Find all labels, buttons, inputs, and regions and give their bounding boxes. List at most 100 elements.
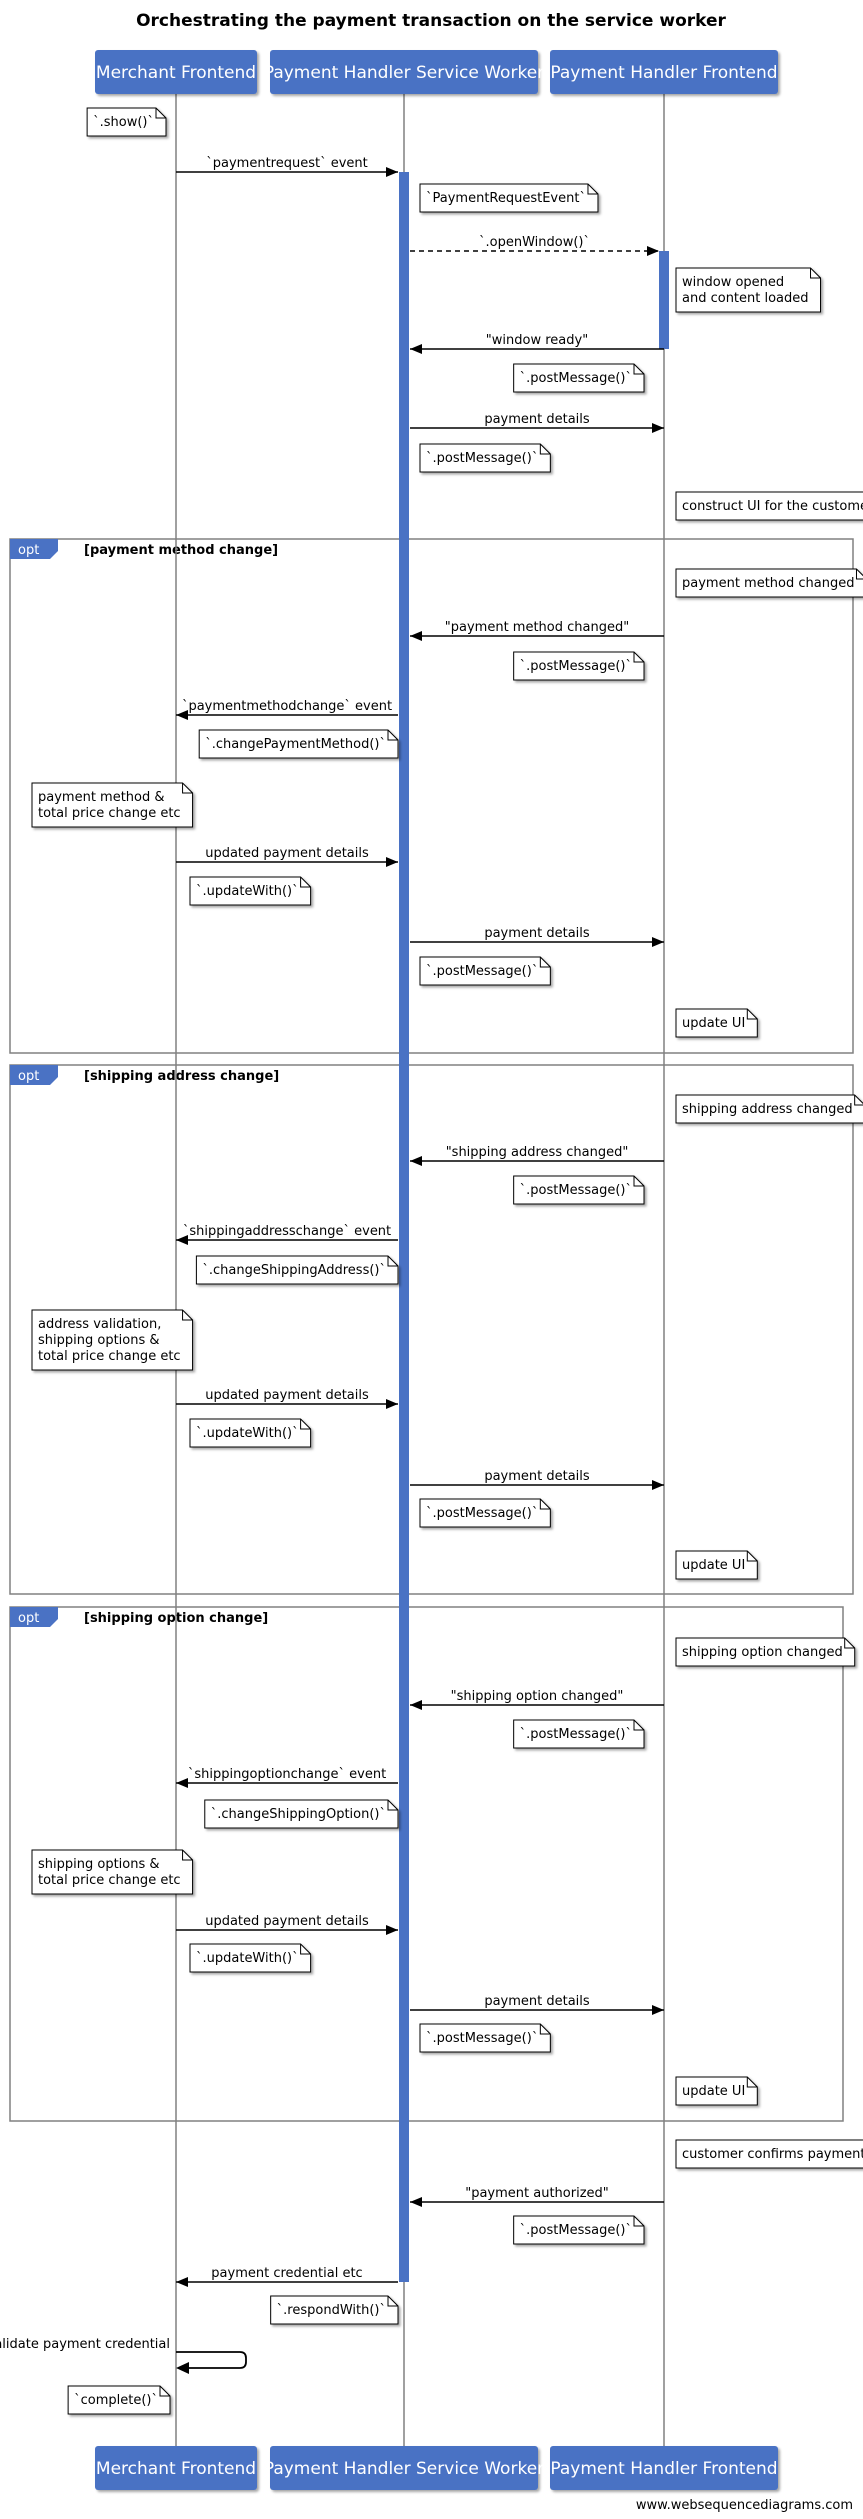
note-text: `.postMessage()` xyxy=(520,1183,632,1198)
note: `.respondWith()` xyxy=(270,2295,399,2325)
note: update UI xyxy=(675,1550,758,1580)
opt-frame-condition: [shipping address change] xyxy=(84,1069,279,1084)
note-text: `.postMessage()` xyxy=(520,659,632,674)
note-text: construct UI for the customer xyxy=(682,499,863,514)
note-box xyxy=(675,2076,758,2106)
diagram-title: Orchestrating the payment transaction on… xyxy=(136,11,726,31)
note-text: `.show()` xyxy=(93,115,154,130)
note-box xyxy=(31,782,194,828)
participant-label: Payment Handler Service Worker xyxy=(264,63,544,83)
note: `PaymentRequestEvent` xyxy=(419,183,599,213)
note-fold xyxy=(387,1256,398,1267)
note: `.postMessage()` xyxy=(513,651,645,681)
note-text: payment method changed xyxy=(682,576,854,591)
note: `.postMessage()` xyxy=(513,1719,645,1749)
note-fold xyxy=(854,1095,863,1106)
note-fold xyxy=(587,184,598,195)
opt-frame-condition: [payment method change] xyxy=(84,543,278,558)
note-box xyxy=(189,1418,312,1448)
note-fold xyxy=(844,1638,855,1649)
message-label: payment credential etc xyxy=(211,2266,362,2281)
note-box xyxy=(675,1094,863,1124)
note: `.postMessage()` xyxy=(513,1175,645,1205)
message-payment-credential-etc: payment credential etc xyxy=(176,2266,398,2287)
note-text: total price change etc xyxy=(38,1873,181,1888)
note-fold xyxy=(387,1800,398,1811)
note-text: `complete()` xyxy=(74,2393,158,2408)
note-fold xyxy=(633,652,644,663)
note: construct UI for the customer xyxy=(675,491,863,521)
opt-frame-tab xyxy=(10,539,58,559)
note-fold xyxy=(155,108,166,119)
note-box xyxy=(513,363,645,393)
note-fold xyxy=(387,2296,398,2307)
note: `.postMessage()` xyxy=(513,363,645,393)
note-text: total price change etc xyxy=(38,806,181,821)
note-fold xyxy=(539,444,551,455)
arrow-head xyxy=(176,2362,189,2374)
note-box xyxy=(675,568,863,598)
message-label: payment details xyxy=(484,1994,590,2009)
note-text: `.changePaymentMethod()` xyxy=(205,737,386,752)
opt-frame-border xyxy=(9,1606,844,2122)
note-text: `.updateWith()` xyxy=(196,1951,299,1966)
note-box xyxy=(675,1550,758,1580)
message-label: payment details xyxy=(484,1469,590,1484)
note-text: address validation, xyxy=(38,1317,161,1332)
participant-payment-handler-frontend-top: Payment Handler Frontend xyxy=(550,50,778,94)
message-label: updated payment details xyxy=(205,1388,369,1403)
note-fold xyxy=(633,2216,644,2227)
note-box xyxy=(31,1849,194,1895)
note-fold xyxy=(300,1944,311,1955)
note-fold xyxy=(182,783,193,794)
message-label: payment details xyxy=(484,926,590,941)
note-fold xyxy=(539,957,551,968)
note-fold xyxy=(182,1310,193,1321)
opt-frame: opt[shipping address change] xyxy=(9,1064,854,1595)
opt-frame-border xyxy=(9,538,854,1054)
opt-frame-tab xyxy=(10,1065,58,1085)
note-fold xyxy=(746,2077,758,2088)
note: address validation,shipping options &tot… xyxy=(31,1309,194,1371)
participant-label: Merchant Frontend xyxy=(96,2459,256,2479)
activation-bar xyxy=(659,251,669,349)
message-label: payment details xyxy=(484,412,590,427)
message-shipping-address-changed: "shipping address changed" xyxy=(410,1145,664,1166)
message-updated-payment-details: updated payment details xyxy=(176,1388,398,1409)
note-fold xyxy=(539,1499,551,1510)
message-window-ready: "window ready" xyxy=(410,333,664,354)
note-fold xyxy=(182,1850,193,1861)
note: shipping options &total price change etc xyxy=(31,1849,194,1895)
note-text: shipping address changed xyxy=(682,1102,853,1117)
note: `.postMessage()` xyxy=(419,956,551,986)
note-text: window opened xyxy=(682,275,784,290)
participant-payment-handler-service-worker-bottom: Payment Handler Service Worker xyxy=(264,2446,544,2490)
note-text: `.postMessage()` xyxy=(426,964,538,979)
message-label: updated payment details xyxy=(205,846,369,861)
message-payment-details: payment details xyxy=(410,1994,664,2015)
message-label: "shipping option changed" xyxy=(451,1689,624,1704)
participant-merchant-frontend-bottom: Merchant Frontend xyxy=(95,2446,257,2490)
note: update UI xyxy=(675,1008,758,1038)
note-fold xyxy=(810,268,821,279)
note-fold xyxy=(633,364,644,375)
note-fold xyxy=(746,1551,758,1562)
note-box xyxy=(270,2295,399,2325)
note: `.postMessage()` xyxy=(419,2023,551,2053)
message-openwindow: `.openWindow()` xyxy=(410,235,659,256)
note: `.postMessage()` xyxy=(419,443,551,473)
opt-frame-label: opt xyxy=(18,543,39,558)
note-box xyxy=(198,729,399,759)
participant-label: Payment Handler Frontend xyxy=(550,63,777,83)
note-text: total price change etc xyxy=(38,1349,181,1364)
note-box xyxy=(31,1309,194,1371)
note-box xyxy=(675,491,863,521)
message-label: "window ready" xyxy=(486,333,588,348)
note: customer confirms payment xyxy=(675,2139,863,2169)
note-fold xyxy=(855,569,863,580)
messages-and-notes: `.show()``paymentrequest` event`PaymentR… xyxy=(0,107,863,2415)
message-payment-details: payment details xyxy=(410,926,664,947)
note-text: `.updateWith()` xyxy=(196,884,299,899)
